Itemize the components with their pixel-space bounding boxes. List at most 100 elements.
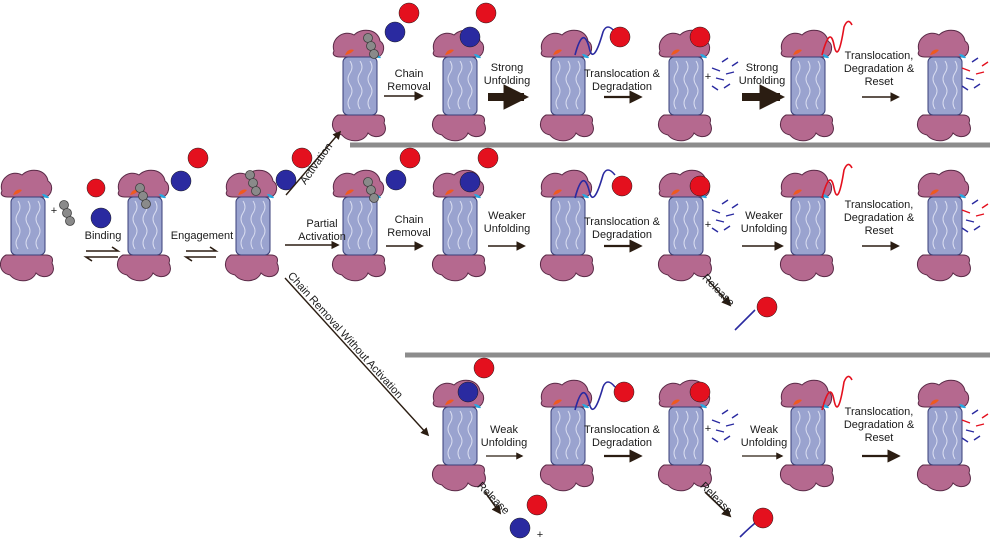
peptide-fragment (961, 67, 971, 72)
substrate-domain (473, 357, 495, 379)
peptide-fragment (973, 83, 981, 89)
unfolded-strand (574, 26, 616, 56)
peptide-fragment (715, 429, 725, 433)
substrate-domain (689, 175, 711, 197)
step-label-line: Translocation & (583, 68, 661, 80)
step-label-line: Reset (864, 432, 894, 444)
protease-complex (0, 169, 54, 282)
peptide-fragment (723, 435, 731, 441)
plus-sign: + (704, 71, 712, 83)
unfolded-strand (574, 381, 616, 411)
substrate-domain (459, 26, 481, 48)
substrate-domain (609, 26, 631, 48)
step-label-line: Unfolding (483, 223, 531, 235)
peptide-fragment (731, 61, 739, 67)
peptide-fragment (711, 227, 719, 233)
step-label-line: Translocation & (583, 216, 661, 228)
step-label-line: Weaker (745, 210, 783, 222)
substrate-domain (291, 147, 313, 169)
step-label-translocation-degradation: Translocation &Degradation (584, 68, 660, 94)
step-label-line: Activation (298, 231, 346, 243)
peptide-fragment (961, 419, 971, 424)
protease-complex (658, 29, 712, 142)
peptide-fragment (971, 199, 979, 205)
equilibrium-arrow-forward (186, 246, 219, 252)
step-label-line: Chain (394, 68, 424, 80)
reaction-arrow (285, 130, 342, 196)
step-label-line: Degradation (592, 437, 652, 449)
peptide-fragment (721, 199, 729, 205)
step-label-line: Chain (394, 214, 424, 226)
plus-sign: + (704, 219, 712, 231)
step-label-line: Degradation & (843, 419, 915, 431)
protease-complex (780, 29, 834, 142)
step-label-translocation-degradation: Translocation &Degradation (584, 216, 660, 242)
step-label-translocation-degradation-reset: Translocation,Degradation &Reset (844, 199, 914, 238)
peptide-fragment (965, 429, 975, 433)
step-label-engagement: Engagement (171, 230, 233, 243)
ubiquitin-chain-unit (369, 49, 379, 59)
peptide-fragment (961, 209, 971, 214)
peptide-fragment (715, 219, 725, 223)
substrate-domain (689, 26, 711, 48)
equilibrium-arrow-reverse (183, 256, 216, 262)
ubiquitin-chain-unit (251, 186, 261, 196)
step-label-line: Weaker (488, 210, 526, 222)
peptide-fragment (973, 225, 981, 231)
protease-complex (780, 379, 834, 492)
substrate-domain (756, 296, 778, 318)
protease-complex (432, 29, 486, 142)
peptide-fragment (723, 83, 731, 89)
step-label-line: Unfolding (738, 75, 786, 87)
step-label-line: Removal (387, 227, 431, 239)
step-label-line: Translocation, (844, 199, 914, 211)
peptide-fragment (731, 413, 739, 419)
ubiquitin-chain-unit (65, 216, 75, 226)
substrate-domain (385, 169, 407, 191)
step-label-line: Degradation (592, 81, 652, 93)
substrate-domain (384, 21, 406, 43)
step-label-binding: Binding (85, 230, 122, 243)
peptide-fragment (961, 437, 969, 443)
protease-complex (540, 169, 594, 282)
step-label-line: Degradation & (843, 212, 915, 224)
step-label-line: Unfolding (740, 223, 788, 235)
step-label-line: Strong (490, 62, 524, 74)
substrate-domain (457, 381, 479, 403)
peptide-fragment (723, 225, 731, 231)
peptide-fragment (721, 57, 729, 63)
step-label-line: Partial (306, 218, 338, 230)
substrate-domain (611, 175, 633, 197)
step-label-line: Strong (745, 62, 779, 74)
peptide-fragment (981, 203, 989, 209)
peptide-fragment (715, 77, 725, 81)
protease-complex (117, 169, 171, 282)
peptide-fragment (731, 203, 739, 209)
peptide-fragment (721, 409, 729, 415)
step-label-line: Translocation & (583, 424, 661, 436)
substrate-domain (509, 517, 531, 539)
substrate-domain (613, 381, 635, 403)
peptide-fragment (725, 423, 735, 427)
reaction-arrow (707, 279, 732, 307)
peptide-fragment (711, 419, 721, 424)
reaction-arrow (284, 277, 430, 437)
step-label-line: Unfolding (480, 437, 528, 449)
reaction-arrow (484, 491, 502, 515)
step-label-line: Degradation (592, 229, 652, 241)
peptide-fragment (965, 77, 975, 81)
protease-complex (540, 29, 594, 142)
unfolded-strand (734, 309, 756, 331)
peptide-fragment (961, 227, 969, 233)
equilibrium-arrow-forward (86, 246, 121, 252)
peptide-fragment (711, 85, 719, 91)
substrate-domain (170, 170, 192, 192)
substrate-domain (689, 381, 711, 403)
substrate-domain (86, 178, 106, 198)
substrate-domain (90, 207, 112, 229)
step-label-line: Reset (864, 225, 894, 237)
step-label-line: Degradation & (843, 63, 915, 75)
